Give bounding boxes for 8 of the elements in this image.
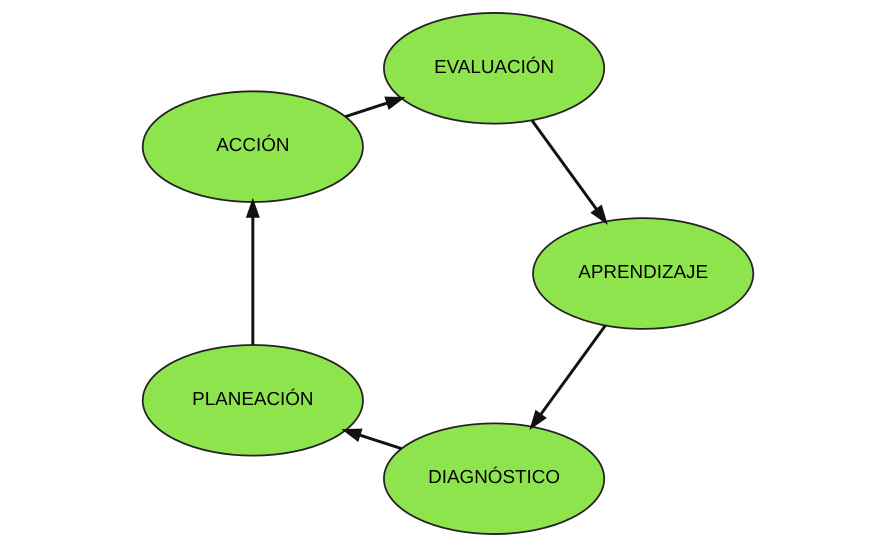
node-ellipse: APRENDIZAJE (532, 217, 754, 330)
arrow (344, 96, 406, 118)
node-ellipse: DIAGNÓSTICO (383, 422, 606, 535)
arrow (530, 120, 608, 225)
arrow (529, 324, 606, 430)
node-ellipse: ACCIÓN (142, 90, 364, 203)
arrow (341, 428, 402, 450)
arrow (246, 198, 260, 345)
